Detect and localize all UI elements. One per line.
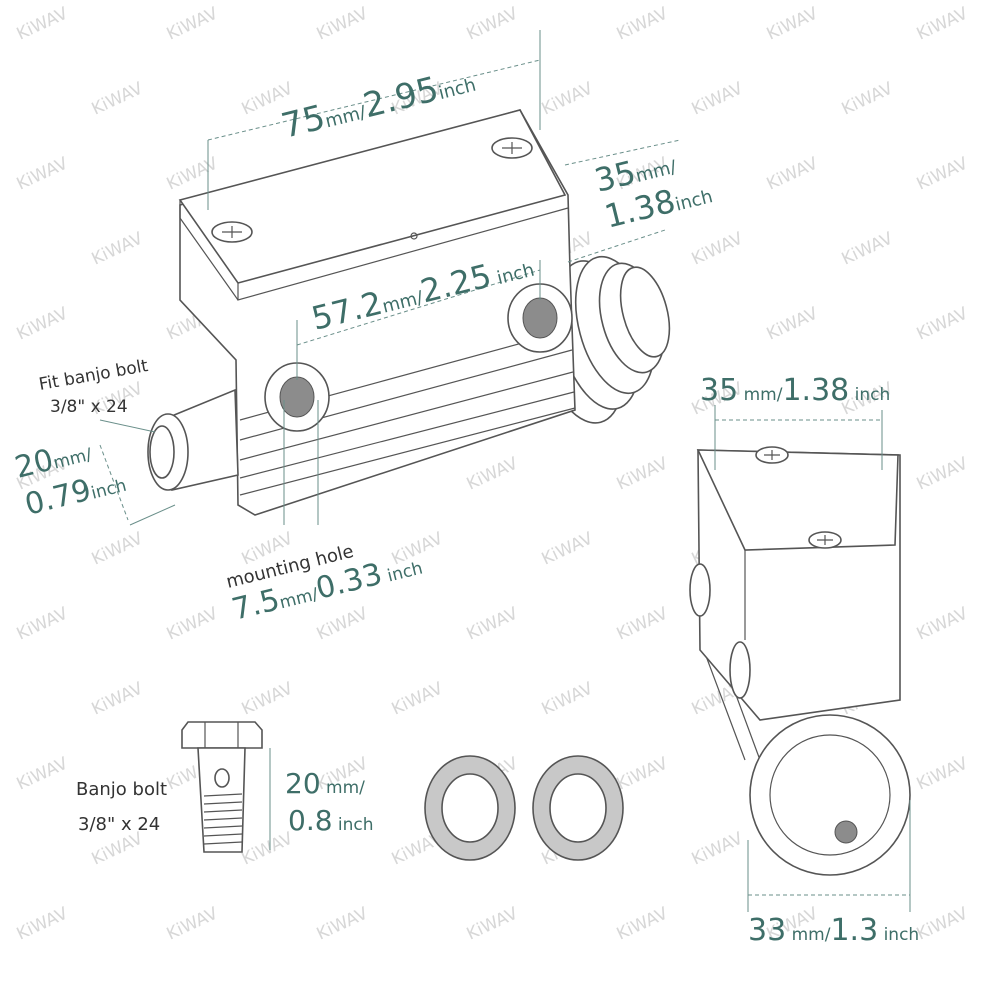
watermark-text: KiWAV	[839, 78, 897, 119]
crush-washer-icon	[532, 755, 624, 861]
watermark-text: KiWAV	[14, 153, 72, 194]
watermark-text: KiWAV	[14, 303, 72, 344]
watermark-text: KiWAV	[89, 678, 147, 719]
watermark-text: KiWAV	[314, 903, 372, 944]
watermark-text: KiWAV	[614, 3, 672, 44]
reservoir-lid	[696, 449, 899, 551]
watermark-text: KiWAV	[689, 228, 747, 269]
watermark-text: KiWAV	[464, 453, 522, 494]
watermark-text: KiWAV	[539, 528, 597, 569]
watermark-text: KiWAV	[614, 903, 672, 944]
side-width-dimension: 35 mm/1.38 inch	[700, 373, 890, 408]
watermark-text: KiWAV	[389, 678, 447, 719]
master-cylinder-side-view	[689, 446, 911, 876]
phillips-screw-icon	[808, 531, 842, 549]
phillips-screw-icon	[755, 446, 789, 464]
watermark-text: KiWAV	[689, 78, 747, 119]
watermark-text: KiWAV	[839, 228, 897, 269]
watermark-text: KiWAV	[89, 78, 147, 119]
bottom-width-dimension: 33 mm/1.3 inch	[748, 913, 919, 948]
watermark-text: KiWAV	[914, 903, 972, 944]
watermark-text: KiWAV	[614, 603, 672, 644]
side-port	[729, 641, 751, 699]
reservoir-lid	[178, 109, 567, 284]
fit-banjo-label-line2: 3/8" x 24	[50, 397, 128, 417]
watermark-text: KiWAV	[539, 78, 597, 119]
banjo-bolt-label-line1: Banjo bolt	[76, 779, 167, 800]
piston-hole	[834, 820, 858, 844]
mounting-hole-right	[507, 283, 573, 353]
bolt-length-dimension-in: 0.8 inch	[288, 804, 374, 837]
bolt-length-dimension-mm: 20 mm/	[285, 767, 365, 800]
watermark-text: KiWAV	[14, 603, 72, 644]
mounting-hole-left	[264, 362, 330, 432]
crush-washer-icon	[424, 755, 516, 861]
side-port	[689, 563, 711, 617]
height-dimension-mm: 20mm/	[11, 433, 94, 486]
watermark-text: KiWAV	[14, 753, 72, 794]
phillips-screw-icon	[211, 221, 253, 243]
master-cylinder-main	[147, 109, 671, 516]
dimension-lines-main	[99, 30, 681, 526]
watermark-text: KiWAV	[614, 753, 672, 794]
watermark-text: KiWAV	[689, 828, 747, 869]
watermark-text: KiWAV	[764, 303, 822, 344]
watermark-text: KiWAV	[314, 603, 372, 644]
watermark-text: KiWAV	[14, 3, 72, 44]
watermark-text: KiWAV	[764, 3, 822, 44]
watermark-text: KiWAV	[914, 153, 972, 194]
watermark-text: KiWAV	[764, 153, 822, 194]
watermark-text: KiWAV	[164, 153, 222, 194]
watermark-text: KiWAV	[464, 3, 522, 44]
banjo-bolt-icon	[181, 721, 263, 853]
watermark-text: KiWAV	[914, 753, 972, 794]
watermark-text: KiWAV	[164, 3, 222, 44]
watermark-text: KiWAV	[89, 528, 147, 569]
watermark-text: KiWAV	[89, 228, 147, 269]
watermark-text: KiWAV	[464, 903, 522, 944]
banjo-port	[147, 388, 239, 491]
watermark-text: KiWAV	[164, 603, 222, 644]
watermark-text: KiWAV	[914, 303, 972, 344]
watermark-text: KiWAV	[914, 603, 972, 644]
watermark-text: KiWAV	[614, 453, 672, 494]
watermark-text: KiWAV	[164, 903, 222, 944]
watermark-text: KiWAV	[914, 453, 972, 494]
watermark-text: KiWAV	[464, 603, 522, 644]
dimension-lines-side	[714, 405, 911, 912]
banjo-bolt-label-line2: 3/8" x 24	[78, 814, 160, 835]
watermark-text: KiWAV	[14, 903, 72, 944]
watermark-text: KiWAV	[539, 678, 597, 719]
watermark-text: KiWAV	[314, 3, 372, 44]
phillips-screw-icon	[491, 137, 533, 159]
watermark-text: KiWAV	[239, 678, 297, 719]
watermark-text: KiWAV	[914, 3, 972, 44]
